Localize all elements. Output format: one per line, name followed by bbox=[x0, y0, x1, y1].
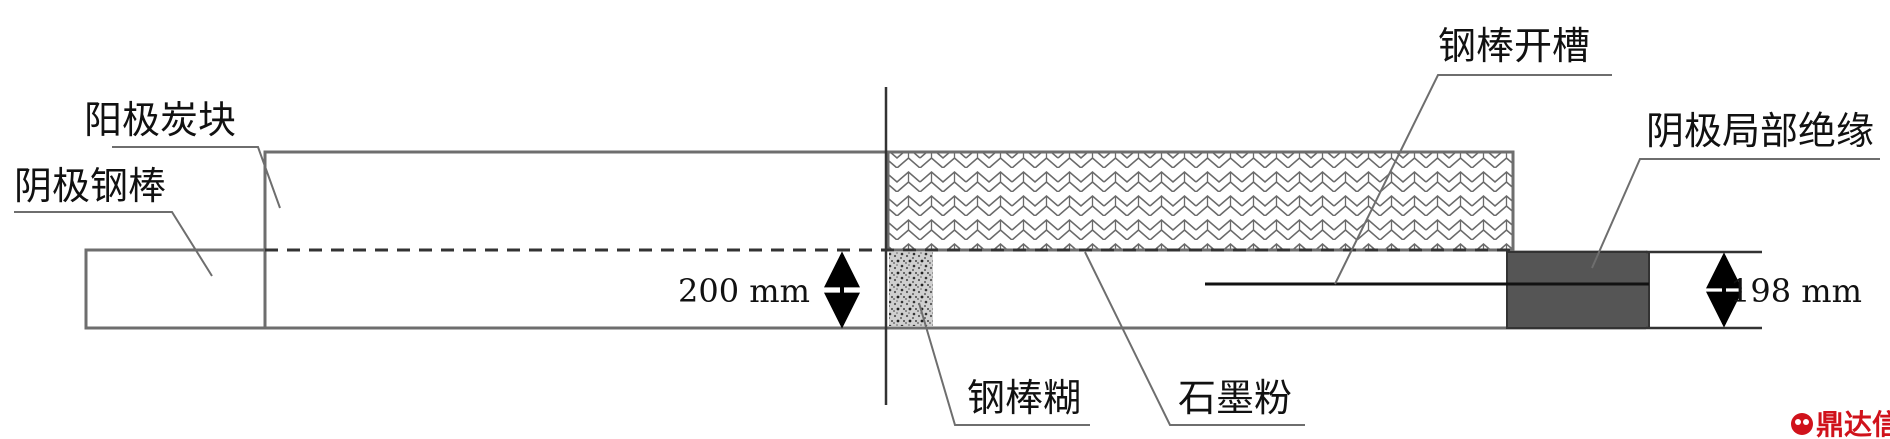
leader-rod-slot bbox=[1334, 74, 1612, 285]
logo-icon-dot bbox=[1803, 419, 1809, 425]
rod-paste-block bbox=[889, 252, 933, 326]
label-rod-slot: 钢棒开槽 bbox=[1438, 24, 1590, 68]
leader-cathode-rod bbox=[14, 211, 213, 277]
logo-icon-dot bbox=[1795, 419, 1801, 425]
label-cathode-insulation: 阴极局部绝缘 bbox=[1646, 109, 1874, 153]
anode-hatched-region bbox=[886, 150, 1515, 252]
logo-text: 鼎达信 bbox=[1816, 408, 1890, 439]
dimension-200-label: 200 mm bbox=[678, 272, 810, 310]
anode-block-outline bbox=[263, 150, 888, 328]
label-graphite-powder: 石墨粉 bbox=[1178, 376, 1292, 420]
label-rod-paste: 钢棒糊 bbox=[967, 376, 1081, 420]
cathode-rod-left bbox=[84, 248, 265, 330]
brand-logo: 鼎达信 bbox=[1791, 408, 1890, 439]
leader-anode-block bbox=[112, 146, 281, 209]
label-cathode-rod: 阴极钢棒 bbox=[14, 164, 166, 208]
label-anode-block: 阳极炭块 bbox=[84, 98, 236, 142]
logo-icon bbox=[1791, 413, 1813, 435]
leader-graphite-powder bbox=[1084, 251, 1305, 426]
leader-cathode-insulation bbox=[1591, 158, 1880, 269]
dimension-198-label: 198 mm bbox=[1730, 272, 1862, 310]
leader-rod-paste bbox=[918, 302, 1090, 426]
cathode-insulation-block bbox=[1506, 251, 1650, 329]
